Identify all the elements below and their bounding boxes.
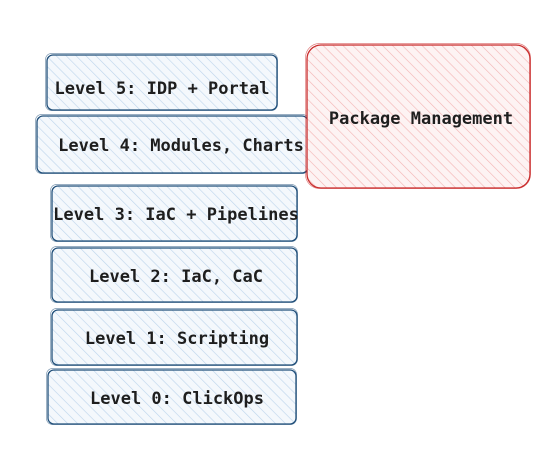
- level-1-box: Level 1: Scripting: [50, 308, 298, 366]
- level-4-box: Level 4: Modules, Charts: [35, 114, 309, 174]
- package-management-box: Package Management: [305, 43, 531, 189]
- level-1-label: Level 1: Scripting: [85, 329, 269, 349]
- level-2-box: Level 2: IaC, CaC: [50, 246, 298, 303]
- level-3-box: Level 3: IaC + Pipelines: [50, 184, 299, 242]
- level-0-label: Level 0: ClickOps: [90, 389, 264, 409]
- level-0-box: Level 0: ClickOps: [46, 368, 297, 425]
- level-2-label: Level 2: IaC, CaC: [89, 267, 263, 287]
- level-3-label: Level 3: IaC + Pipelines: [53, 205, 299, 225]
- level-5-box: Level 5: IDP + Portal: [45, 53, 278, 111]
- package-management-label: Package Management: [329, 109, 513, 129]
- level-5-label: Level 5: IDP + Portal: [55, 79, 270, 99]
- level-4-label: Level 4: Modules, Charts: [58, 136, 304, 156]
